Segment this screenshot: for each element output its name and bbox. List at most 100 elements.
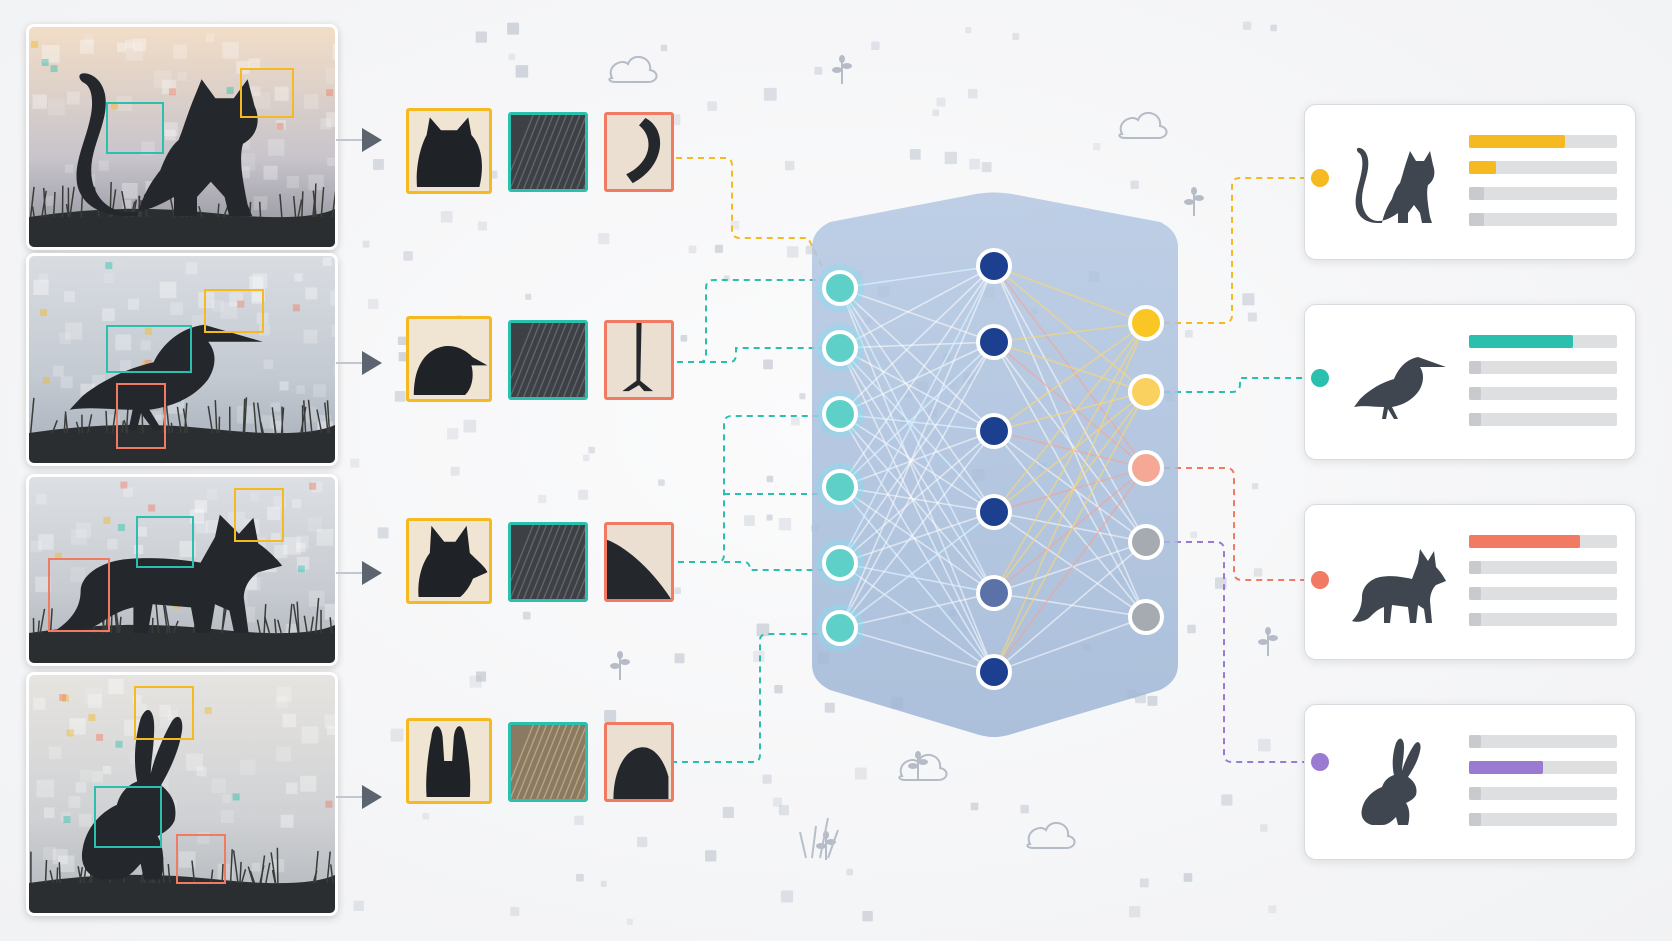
dashed-connector [1164, 377, 1320, 393]
dashed-connector [666, 347, 822, 363]
bg-square [1260, 824, 1268, 832]
grass-icon [799, 817, 839, 859]
bg-square [981, 162, 992, 173]
output-card-fox [1304, 504, 1636, 660]
bg-square [394, 391, 406, 402]
region-box [234, 488, 284, 542]
arrow-right-icon [362, 128, 382, 152]
sprig-icon [908, 751, 928, 780]
hidden-node [976, 413, 1012, 449]
bg-square [674, 653, 685, 664]
bg-square [522, 611, 531, 620]
bg-square [398, 352, 408, 362]
bg-square [477, 221, 488, 231]
output-card-bird [1304, 304, 1636, 460]
bg-square [707, 101, 717, 112]
bg-square [722, 806, 734, 819]
crop-cat-head [406, 108, 492, 194]
arrow-stem [336, 572, 362, 574]
bg-square [397, 336, 407, 346]
bg-square [598, 233, 610, 245]
bg-square [780, 890, 794, 903]
output-node [1128, 305, 1164, 341]
output-node [1128, 374, 1164, 410]
bg-square [1242, 293, 1255, 306]
bg-square [944, 151, 958, 165]
cloud-icon [1026, 821, 1076, 849]
bg-square [714, 244, 724, 253]
region-box [106, 325, 192, 373]
bg-square [1221, 794, 1233, 806]
score-bar-track [1469, 335, 1617, 348]
score-bar-track [1469, 413, 1617, 426]
output-card-rabbit [1304, 704, 1636, 860]
fox-icon [1352, 549, 1446, 623]
output-connector-dot [1311, 169, 1329, 187]
score-bar-track [1469, 561, 1617, 574]
bg-square [515, 65, 529, 78]
arrow-stem [336, 139, 362, 141]
bg-square [1130, 180, 1139, 189]
region-box [94, 786, 162, 848]
region-box [204, 289, 264, 333]
bg-square [1185, 330, 1193, 338]
input-node [822, 610, 858, 646]
bg-square [368, 298, 379, 310]
bg-square [763, 87, 777, 101]
score-bar-fill [1469, 813, 1481, 826]
score-bar-fill [1469, 387, 1481, 400]
bg-square [753, 650, 765, 663]
bg-square [447, 428, 459, 440]
bg-square [350, 458, 360, 468]
bg-square [475, 671, 487, 682]
output-connector-dot [1311, 571, 1329, 589]
crop-cat-fur [508, 112, 588, 192]
bg-square [1147, 695, 1158, 706]
bg-square [824, 702, 835, 713]
hidden-node [976, 654, 1012, 690]
score-bar-track [1469, 187, 1617, 200]
arrow-right-icon [362, 785, 382, 809]
bg-square [626, 918, 633, 925]
bg-square [814, 66, 823, 75]
bg-square [372, 159, 384, 170]
bg-square [854, 767, 867, 780]
crop-bird-wing [508, 320, 588, 400]
bg-square [576, 873, 584, 882]
region-box [240, 68, 294, 118]
bg-square [1242, 21, 1252, 30]
score-bar-fill [1469, 561, 1481, 574]
bg-square [791, 416, 800, 426]
bg-square [463, 419, 477, 433]
bg-square [936, 97, 946, 107]
bg-square [422, 812, 430, 820]
crop-bird-head [406, 316, 492, 402]
bg-square [766, 475, 774, 483]
bg-square [969, 158, 981, 170]
bg-square [1190, 531, 1198, 539]
bg-square [588, 446, 595, 454]
bg-square [846, 868, 854, 876]
arrow-right-icon [362, 350, 382, 375]
output-connector-dot [1311, 753, 1329, 771]
bg-square [525, 293, 532, 300]
region-box [116, 383, 166, 449]
crop-rabbit-ears [406, 718, 492, 804]
bg-square [862, 910, 873, 922]
bg-square [390, 728, 404, 742]
sprig-icon [1258, 627, 1278, 656]
sprig-icon [610, 651, 630, 680]
score-bar-fill [1469, 135, 1566, 148]
input-photo-fox [26, 474, 338, 666]
bg-square [1251, 482, 1259, 490]
arrow-right-icon [362, 561, 382, 585]
score-bar-fill [1469, 335, 1573, 348]
dashed-connector [678, 415, 822, 563]
region-box [136, 516, 194, 568]
score-bar-track [1469, 761, 1617, 774]
bg-square [766, 514, 773, 521]
hidden-node [976, 575, 1012, 611]
dashed-connector [1164, 177, 1320, 324]
output-node [1128, 450, 1164, 486]
